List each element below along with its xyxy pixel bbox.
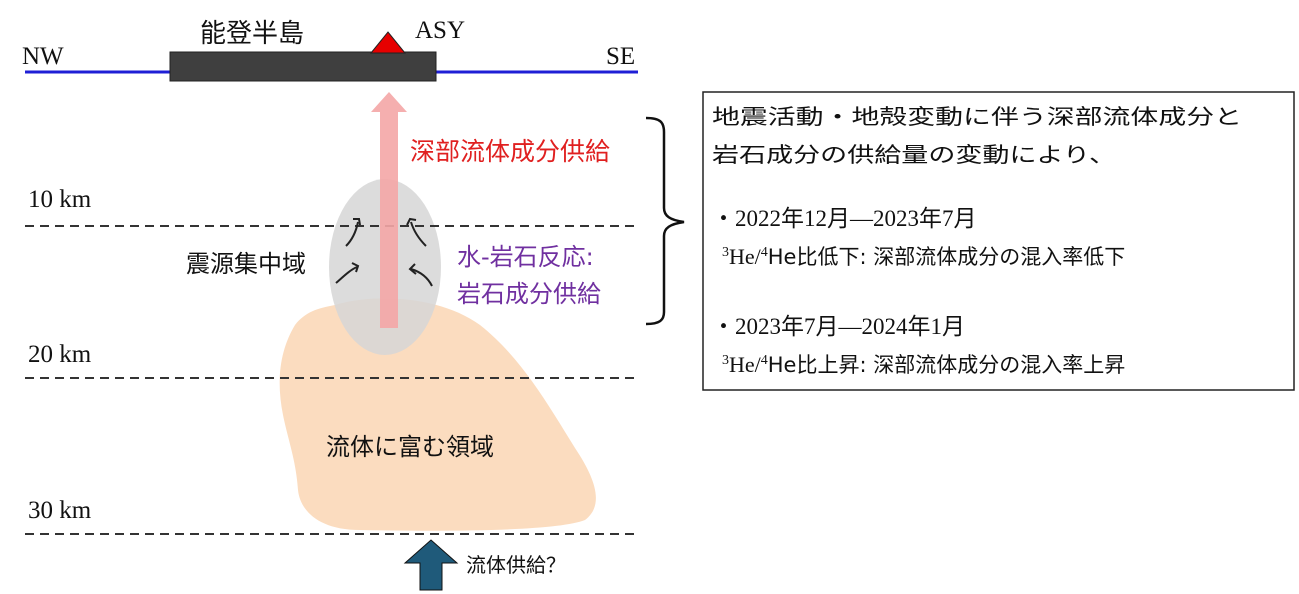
summary-line1: 地震活動・地殻変動に伴う深部流体成分と xyxy=(712,105,1242,129)
ratio2-sup2: 4 xyxy=(761,353,768,368)
depth-label-30km: 30 km xyxy=(28,497,92,524)
fluid-supply-arrow xyxy=(403,539,459,591)
reaction-label-line2: 岩石成分供給 xyxy=(457,280,601,308)
depth-label-20km: 20 km xyxy=(28,341,92,368)
fluid-rich-region xyxy=(279,298,596,531)
direction-se: SE xyxy=(606,43,635,70)
peninsula-label: 能登半島 xyxy=(200,19,304,49)
peninsula-bar xyxy=(169,51,437,82)
fluid-supply-label: 流体供給？ xyxy=(466,553,566,577)
summary-brace xyxy=(645,116,685,326)
ratio2-sup1: 3 xyxy=(722,353,729,368)
reaction-arrows xyxy=(335,217,433,287)
period1: ・2022年12月―2023年7月 xyxy=(712,206,977,231)
summary-line2: 岩石成分の供給量の変動により、 xyxy=(712,143,1116,167)
swarm-label: 震源集中域 xyxy=(186,250,306,278)
reaction-label-line1: 水-岩石反応: xyxy=(457,243,594,271)
ratio1-line: 3He/4He比低下: 深部流体成分の混入率低下 xyxy=(722,244,1125,269)
ratio2-text: He比上昇: 深部流体成分の混入率上昇 xyxy=(768,353,1125,377)
ratio1-sup1: 3 xyxy=(722,245,729,260)
ratio1-sup2: 4 xyxy=(761,245,768,260)
deep-supply-label: 深部流体成分供給 xyxy=(410,137,610,166)
ratio1-mid: He/ xyxy=(729,244,762,269)
station-label: ASY xyxy=(415,17,465,44)
fluid-region-label: 流体に富む領域 xyxy=(326,433,494,461)
asy-station-triangle xyxy=(369,31,407,54)
ratio2-line: 3He/4He比上昇: 深部流体成分の混入率上昇 xyxy=(722,352,1125,377)
ratio2-mid: He/ xyxy=(729,352,762,377)
period2: ・2023年7月―2024年1月 xyxy=(712,314,965,339)
depth-label-10km: 10 km xyxy=(28,186,92,213)
summary-box xyxy=(702,91,1295,391)
ratio1-text: He比低下: 深部流体成分の混入率低下 xyxy=(768,245,1125,269)
direction-nw: NW xyxy=(22,43,64,70)
deep-supply-arrow xyxy=(371,92,407,328)
